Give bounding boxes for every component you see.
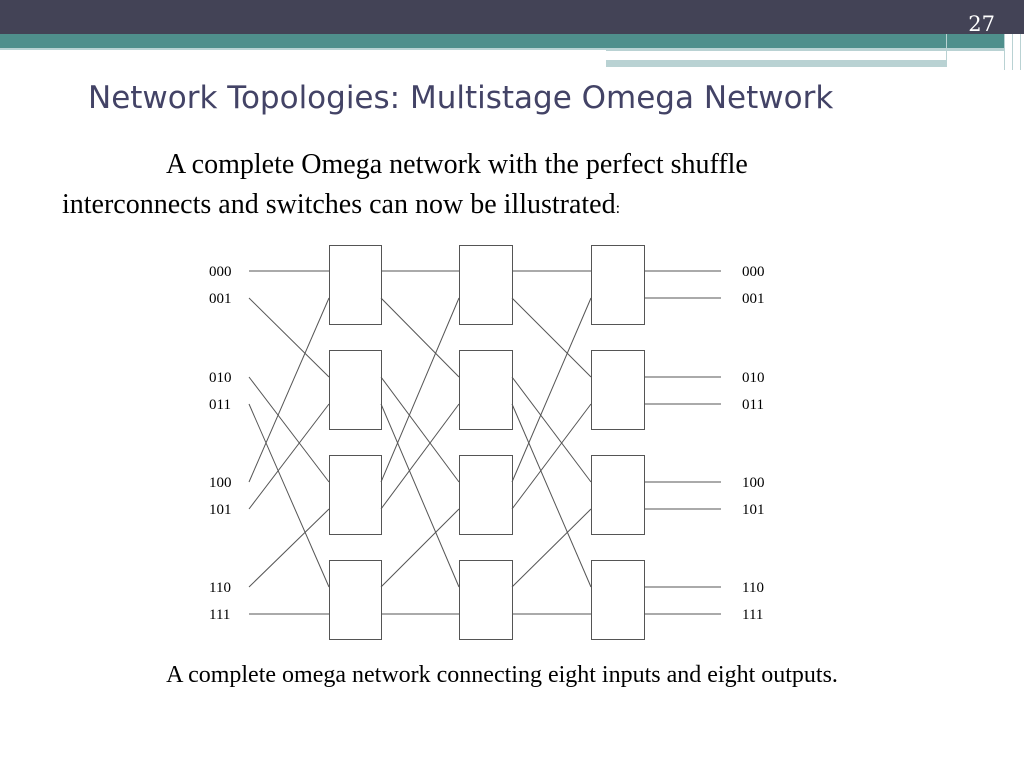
header-accent-divider — [1004, 34, 1005, 70]
switch-box — [591, 455, 645, 535]
switch-box — [329, 245, 382, 325]
output-label: 011 — [742, 397, 764, 413]
shuffle-link — [380, 376, 460, 483]
shuffle-link — [511, 297, 592, 378]
header-accent-divider — [1020, 34, 1021, 70]
switch-box — [329, 455, 382, 535]
output-label: 100 — [742, 475, 765, 491]
input-label: 110 — [209, 580, 231, 596]
output-label: 010 — [742, 370, 765, 386]
shuffle-link — [511, 403, 592, 510]
body-text-line-1: A complete Omega network with the perfec… — [166, 149, 748, 180]
output-label: 001 — [742, 291, 765, 307]
shuffle-link — [380, 403, 460, 588]
input-label: 001 — [209, 291, 232, 307]
input-label: 101 — [209, 502, 232, 518]
header-accent-divider — [1012, 34, 1013, 70]
body-text-line-2-text: interconnects and switches can now be il… — [62, 189, 616, 220]
input-label: 011 — [209, 397, 231, 413]
header-accent-line — [0, 48, 606, 50]
header-accent-divider — [946, 34, 947, 67]
slide-number: 27 — [968, 12, 995, 36]
body-text-colon: : — [615, 200, 621, 217]
switch-box — [459, 245, 513, 325]
shuffle-link — [380, 508, 460, 588]
switch-box — [459, 560, 513, 640]
shuffle-link — [380, 297, 460, 483]
output-label: 111 — [742, 607, 763, 623]
shuffle-link — [380, 297, 460, 378]
shuffle-link — [511, 508, 592, 588]
body-text: A complete Omega network with the perfec… — [62, 145, 982, 229]
input-label: 111 — [209, 607, 230, 623]
header-accent-bar — [606, 60, 946, 67]
switch-box — [591, 245, 645, 325]
input-label: 010 — [209, 370, 232, 386]
switch-box — [329, 560, 382, 640]
switch-box — [329, 350, 382, 430]
header-accent-line — [606, 48, 1004, 51]
shuffle-link — [248, 297, 330, 378]
shuffle-link — [248, 376, 330, 483]
shuffle-link — [248, 508, 330, 588]
output-label: 110 — [742, 580, 764, 596]
output-label: 101 — [742, 502, 765, 518]
switch-box — [591, 350, 645, 430]
input-label: 000 — [209, 264, 232, 280]
body-text-line-2: interconnects and switches can now be il… — [62, 185, 982, 229]
switch-box — [459, 455, 513, 535]
slide-title: Network Topologies: Multistage Omega Net… — [88, 80, 834, 116]
shuffle-link — [511, 403, 592, 588]
input-label: 100 — [209, 475, 232, 491]
header-bar — [0, 0, 1024, 34]
shuffle-link — [380, 403, 460, 510]
switch-box — [459, 350, 513, 430]
header-teal-stripe — [0, 34, 1004, 48]
shuffle-link — [248, 403, 330, 588]
shuffle-link — [511, 297, 592, 483]
output-label: 000 — [742, 264, 765, 280]
shuffle-link — [248, 403, 330, 510]
switch-box — [591, 560, 645, 640]
shuffle-link — [511, 376, 592, 483]
shuffle-link — [248, 297, 330, 483]
figure-caption: A complete omega network connecting eigh… — [166, 662, 838, 688]
